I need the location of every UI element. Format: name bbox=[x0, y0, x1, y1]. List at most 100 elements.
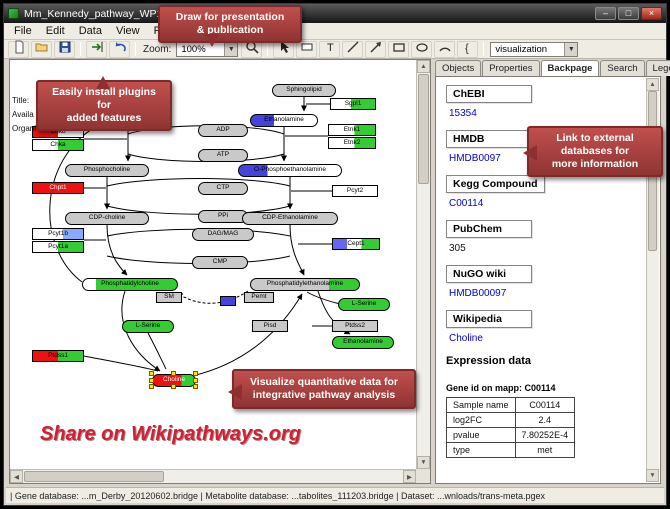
horizontal-scroll-thumb[interactable] bbox=[24, 471, 164, 482]
node-phosphocholine[interactable]: Phosphocholine bbox=[65, 164, 149, 177]
new-file-button[interactable] bbox=[8, 40, 29, 59]
backpage-header-nugo-wiki: NuGO wiki bbox=[446, 265, 532, 283]
canvas-vertical-scrollbar[interactable]: ▲ ▼ bbox=[416, 60, 430, 469]
scroll-down-icon[interactable]: ▼ bbox=[417, 456, 430, 469]
tab-objects[interactable]: Objects bbox=[435, 60, 482, 76]
node-ptdss1[interactable]: Ptdss1 bbox=[32, 350, 84, 362]
node-cept1[interactable]: Cept1 bbox=[332, 238, 380, 250]
chevron-down-icon[interactable]: ▼ bbox=[224, 42, 238, 56]
backpage-value-wikipedia[interactable]: Choline bbox=[449, 333, 483, 344]
scroll-right-icon[interactable]: ▶ bbox=[403, 470, 416, 483]
rectangle-tool-button[interactable] bbox=[388, 40, 410, 58]
pointer-button[interactable] bbox=[273, 40, 295, 58]
scroll-left-icon[interactable]: ◀ bbox=[10, 470, 23, 483]
panel-splitter[interactable] bbox=[431, 59, 435, 484]
new-file-icon bbox=[12, 40, 26, 59]
status-text: | Gene database: ...m_Derby_20120602.bri… bbox=[10, 490, 546, 501]
tab-legend[interactable]: Legend bbox=[645, 60, 670, 76]
node-etnk2[interactable]: Etnk2 bbox=[328, 137, 376, 149]
node-dag-mag[interactable]: DAG/MAG bbox=[192, 228, 254, 241]
minimize-button[interactable]: – bbox=[595, 7, 616, 20]
node-o-phosphoethanolamine[interactable]: O-Phosphoethanolamine bbox=[238, 164, 342, 177]
node-phosphatidylcholine[interactable]: Phosphatidylcholine bbox=[82, 278, 178, 291]
tab-backpage[interactable]: Backpage bbox=[540, 60, 600, 77]
visualization-combo[interactable]: visualization▼ bbox=[490, 41, 579, 57]
toolbar-separator bbox=[80, 42, 81, 56]
selection-handle[interactable] bbox=[171, 384, 176, 389]
node-sgpl1[interactable]: Sgpl1 bbox=[330, 98, 376, 110]
canvas-horizontal-scrollbar[interactable]: ◀ ▶ bbox=[10, 469, 416, 483]
menu-item-data[interactable]: Data bbox=[78, 25, 102, 37]
node-pemt[interactable]: Pemt bbox=[244, 292, 274, 303]
scroll-up-icon[interactable]: ▲ bbox=[417, 60, 430, 73]
menu-item-file[interactable]: File bbox=[14, 25, 32, 37]
sidebar-tabs: ObjectsPropertiesBackpageSearchLegend bbox=[435, 59, 670, 77]
open-folder-button[interactable] bbox=[31, 40, 52, 58]
arrow-tool-button[interactable] bbox=[365, 40, 387, 58]
window-title: Mm_Kennedy_pathway_WP1771_45176.gpml bbox=[24, 7, 241, 20]
save-button[interactable] bbox=[54, 40, 75, 58]
label-tool-icon: T bbox=[323, 40, 337, 59]
node-phosphatidylethanolamine[interactable]: Phosphatidylethanolamine bbox=[250, 278, 360, 291]
node-ptdss2[interactable]: Ptdss2 bbox=[332, 320, 378, 332]
maximize-button[interactable]: □ bbox=[618, 7, 639, 20]
import-icon bbox=[90, 40, 104, 59]
selection-handle[interactable] bbox=[171, 371, 176, 376]
ellipse-tool-button[interactable] bbox=[411, 40, 433, 58]
table-cell-value: met bbox=[514, 442, 576, 458]
backpage-scroll-down-icon[interactable]: ▼ bbox=[646, 469, 659, 482]
backpage-value-nugo-wiki[interactable]: HMDB00097 bbox=[449, 288, 507, 299]
menu-item-edit[interactable]: Edit bbox=[45, 25, 65, 37]
node-l-serine-left[interactable]: L-Serine bbox=[122, 320, 174, 333]
node-cmp[interactable]: CMP bbox=[192, 256, 248, 269]
selection-handle[interactable] bbox=[193, 377, 198, 383]
zoom-label: Zoom: bbox=[143, 43, 172, 55]
tab-properties[interactable]: Properties bbox=[482, 60, 540, 76]
vertical-scroll-thumb[interactable] bbox=[418, 74, 429, 184]
selection-handle[interactable] bbox=[193, 371, 198, 376]
node-pisd[interactable]: Pisd bbox=[252, 320, 288, 332]
node-pcyt2[interactable]: Pcyt2 bbox=[332, 185, 378, 197]
node-chka[interactable]: Chka bbox=[32, 139, 84, 151]
node-pcyt1a[interactable]: Pcyt1a bbox=[32, 241, 84, 253]
node-l-serine-right[interactable]: L-Serine bbox=[338, 298, 390, 311]
node-etnk1[interactable]: Etnk1 bbox=[328, 124, 376, 136]
brace-tool-button[interactable]: { bbox=[457, 40, 479, 58]
node-adp[interactable]: ADP bbox=[198, 124, 248, 137]
backpage-value-kegg-compound[interactable]: C00114 bbox=[449, 198, 484, 209]
menu-item-view[interactable]: View bbox=[115, 25, 140, 37]
node-ethanolamine-bottom[interactable]: Ethanolamine bbox=[332, 336, 394, 349]
line-tool-button[interactable] bbox=[342, 40, 364, 58]
backpage-scroll-up-icon[interactable]: ▲ bbox=[646, 78, 659, 91]
tab-search[interactable]: Search bbox=[600, 60, 645, 76]
node-ppi[interactable]: PPi bbox=[198, 210, 248, 223]
node-ctp[interactable]: CTP bbox=[198, 182, 248, 195]
close-button[interactable]: × bbox=[641, 7, 662, 20]
selection-handle[interactable] bbox=[149, 384, 154, 389]
undo-button[interactable] bbox=[109, 40, 130, 58]
node-cdp-choline[interactable]: CDP-choline bbox=[65, 212, 149, 225]
status-bar: | Gene database: ...m_Derby_20120602.bri… bbox=[6, 487, 664, 503]
node-sm-node[interactable]: SM bbox=[156, 292, 182, 303]
datanode-button[interactable] bbox=[296, 40, 318, 58]
content-area: SphingolipidSgpl1CholineADPEthanolamineE… bbox=[9, 59, 670, 484]
node-small-blue-node[interactable] bbox=[220, 296, 236, 306]
node-atp[interactable]: ATP bbox=[198, 149, 248, 162]
node-ethanolamine-top[interactable]: Ethanolamine bbox=[250, 114, 318, 127]
node-chpt1[interactable]: Chpt1 bbox=[32, 182, 84, 194]
backpage-value-hmdb[interactable]: HMDB0097 bbox=[449, 153, 501, 164]
node-sphingolipid[interactable]: Sphingolipid bbox=[272, 84, 336, 97]
chevron-down-icon[interactable]: ▼ bbox=[564, 42, 578, 56]
zoom-fit-button[interactable] bbox=[241, 40, 263, 58]
node-pcyt1b[interactable]: Pcyt1b bbox=[32, 228, 84, 240]
table-cell-value: 7.80252E-4 bbox=[514, 427, 576, 443]
label-tool-button[interactable]: T bbox=[319, 40, 341, 59]
import-button[interactable] bbox=[86, 40, 107, 59]
pathway-canvas: SphingolipidSgpl1CholineADPEthanolamineE… bbox=[9, 59, 431, 484]
backpage-value-chebi[interactable]: 15354 bbox=[449, 108, 477, 119]
arc-tool-button[interactable] bbox=[434, 40, 456, 58]
node-cdp-ethanolamine[interactable]: CDP-Ethanolamine bbox=[242, 212, 338, 225]
selection-handle[interactable] bbox=[149, 371, 154, 376]
selection-handle[interactable] bbox=[149, 377, 154, 383]
selection-handle[interactable] bbox=[193, 384, 198, 389]
